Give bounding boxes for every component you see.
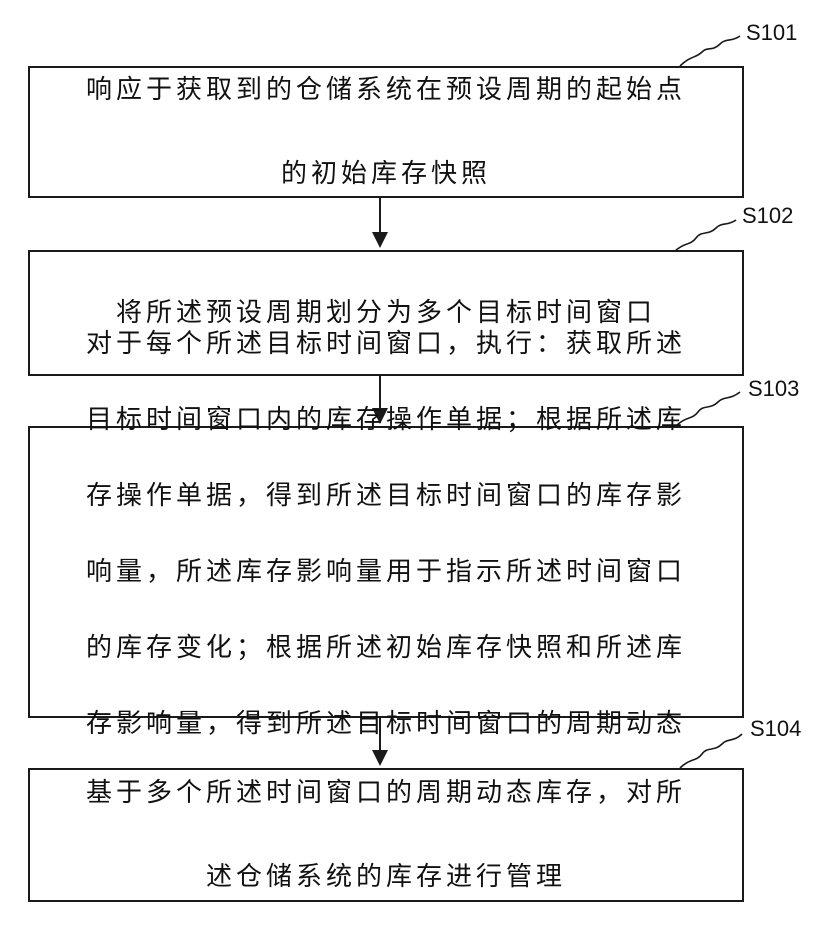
step-text-line: 响量，所述库存影响量用于指示所述时间窗口: [86, 553, 686, 591]
step-text-line: 的初始库存快照: [86, 153, 686, 195]
step-box-s104: 基于多个所述时间窗口的周期动态库存，对所 述仓储系统的库存进行管理: [28, 768, 744, 902]
leader-line-s104: [680, 734, 742, 768]
step-label-s103: S103: [748, 376, 799, 402]
step-label-s102: S102: [742, 203, 793, 229]
leader-line-s101: [680, 36, 740, 66]
step-text-line: 的库存变化；根据所述初始库存快照和所述库: [86, 629, 686, 667]
step-text-line: 述仓储系统的库存进行管理: [86, 856, 686, 898]
step-text-line: 存操作单据，得到所述目标时间窗口的库存影: [86, 477, 686, 515]
step-box-s103: 对于每个所述目标时间窗口，执行：获取所述 目标时间窗口内的库存操作单据；根据所述…: [28, 426, 744, 718]
step-box-s101: 响应于获取到的仓储系统在预设周期的起始点 的初始库存快照: [28, 66, 744, 198]
step-text-line: 目标时间窗口内的库存操作单据；根据所述库: [86, 401, 686, 439]
step-label-s101: S101: [746, 20, 797, 46]
step-text-line: 对于每个所述目标时间窗口，执行：获取所述: [86, 325, 686, 363]
step-label-s104: S104: [750, 716, 801, 742]
step-text-line: 基于多个所述时间窗口的周期动态库存，对所: [86, 772, 686, 814]
step-text-line: 响应于获取到的仓储系统在预设周期的起始点: [86, 69, 686, 111]
